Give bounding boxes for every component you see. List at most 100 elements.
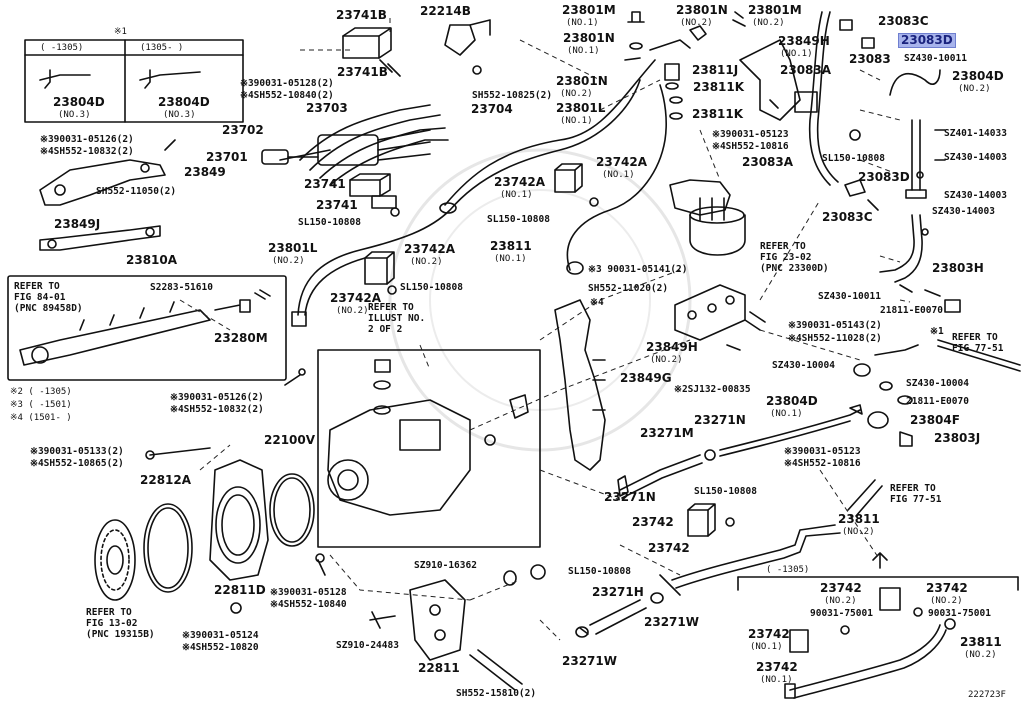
part-23742-e[interactable]: 23742 bbox=[748, 627, 790, 641]
part-SZ430-10004-a[interactable]: SZ430-10004 bbox=[772, 360, 835, 371]
part-23271H[interactable]: 23271H bbox=[592, 585, 644, 599]
part-23801N-b[interactable]: 23801N bbox=[563, 31, 615, 45]
ref-fig84[interactable]: REFER TO FIG 84-01 (PNC 89458D) bbox=[14, 281, 83, 314]
part-22812A[interactable]: 22812A bbox=[140, 473, 192, 487]
part-22100V[interactable]: 22100V bbox=[264, 433, 316, 447]
part-390031-05128-b[interactable]: ※390031-05128 bbox=[270, 587, 347, 598]
part-SH552-11050[interactable]: SH552-11050(2) bbox=[96, 186, 177, 197]
part-21811-E0070-a[interactable]: 21811-E0070 bbox=[880, 305, 943, 316]
part-23704[interactable]: 23704 bbox=[471, 102, 513, 116]
part-390031-05133[interactable]: ※390031-05133(2) bbox=[30, 446, 124, 457]
part-23742-b[interactable]: 23742 bbox=[648, 541, 690, 555]
part-SZ430-10004-b[interactable]: SZ430-10004 bbox=[906, 378, 969, 389]
part-23083C-b[interactable]: 23083C bbox=[822, 210, 873, 224]
part-23811J[interactable]: 23811J bbox=[692, 63, 739, 77]
part-390031-05126-a[interactable]: ※390031-05126(2) bbox=[40, 134, 134, 145]
part-23801M-a[interactable]: 23801M bbox=[562, 3, 616, 17]
part-23742-a[interactable]: 23742 bbox=[632, 515, 674, 529]
part-23810A[interactable]: 23810A bbox=[126, 253, 178, 267]
part-SH552-15810[interactable]: SH552-15810(2) bbox=[456, 688, 537, 699]
part-2SJ132-00835[interactable]: ※2SJ132-00835 bbox=[674, 384, 751, 395]
part-23742A-d[interactable]: 23742A bbox=[330, 291, 382, 305]
part-4SH552-10820[interactable]: ※4SH552-10820 bbox=[182, 642, 259, 653]
part-SL150-10808-f[interactable]: SL150-10808 bbox=[568, 566, 631, 577]
part-SL150-10808-e[interactable]: SL150-10808 bbox=[694, 486, 757, 497]
part-23849G[interactable]: 23849G bbox=[620, 371, 672, 385]
part-23083D-highlighted[interactable]: 23083D bbox=[898, 33, 956, 48]
part-4SH552-11028[interactable]: ※4SH552-11028(2) bbox=[788, 333, 882, 344]
part-23801M-b[interactable]: 23801M bbox=[748, 3, 802, 17]
part-21811-E0070-b[interactable]: 21811-E0070 bbox=[906, 396, 969, 407]
part-23801L-a[interactable]: 23801L bbox=[556, 101, 606, 115]
part-23803J[interactable]: 23803J bbox=[934, 431, 981, 445]
ref-fig13[interactable]: REFER TO FIG 13-02 (PNC 19315B) bbox=[86, 607, 155, 640]
part-23804D-b[interactable]: 23804D bbox=[952, 69, 1004, 83]
part-SZ430-14003-b[interactable]: SZ430-14003 bbox=[944, 190, 1007, 201]
part-23271N-b[interactable]: 23271N bbox=[604, 490, 656, 504]
part-23811K-b[interactable]: 23811K bbox=[692, 107, 744, 121]
part-390031-05143[interactable]: ※390031-05143(2) bbox=[788, 320, 882, 331]
ref-fig77-a[interactable]: REFER TO FIG 77-51 bbox=[952, 332, 1003, 354]
part-23849[interactable]: 23849 bbox=[184, 165, 226, 179]
part-4SH552-10816-a[interactable]: ※4SH552-10816 bbox=[712, 141, 789, 152]
part-SZ430-10011-a[interactable]: SZ430-10011 bbox=[904, 53, 967, 64]
part-23083A-b[interactable]: 23083A bbox=[742, 155, 794, 169]
part-23742A-b[interactable]: 23742A bbox=[494, 175, 546, 189]
part-23083[interactable]: 23083 bbox=[849, 52, 891, 66]
part-23742A-c[interactable]: 23742A bbox=[404, 242, 456, 256]
part-23742A-a[interactable]: 23742A bbox=[596, 155, 648, 169]
part-23811-c[interactable]: 23811 bbox=[960, 635, 1002, 649]
part-SL150-10808-d[interactable]: SL150-10808 bbox=[400, 282, 463, 293]
part-SL150-10808-c[interactable]: SL150-10808 bbox=[298, 217, 361, 228]
part-90031-05141[interactable]: ※3 90031-05141(2) bbox=[588, 264, 688, 275]
part-SZ401-14033[interactable]: SZ401-14033 bbox=[944, 128, 1007, 139]
part-23280M[interactable]: 23280M bbox=[214, 331, 268, 345]
part-23804F[interactable]: 23804F bbox=[910, 413, 960, 427]
part-23271M[interactable]: 23271M bbox=[640, 426, 694, 440]
part-4SH552-10840-b[interactable]: ※4SH552-10840 bbox=[270, 599, 347, 610]
part-23083A-a[interactable]: 23083A bbox=[780, 63, 832, 77]
part-23271W-a[interactable]: 23271W bbox=[644, 615, 699, 629]
part-90031-75001-b[interactable]: 90031-75001 bbox=[928, 608, 991, 619]
part-23849H-b[interactable]: 23849H bbox=[646, 340, 698, 354]
ref-fig23[interactable]: REFER TO FIG 23-02 (PNC 23300D) bbox=[760, 241, 829, 274]
part-23803H[interactable]: 23803H bbox=[932, 261, 984, 275]
part-4SH552-10832-a[interactable]: ※4SH552-10832(2) bbox=[40, 146, 134, 157]
footnote-col2-part[interactable]: 23804D bbox=[158, 95, 210, 109]
part-23804D-c[interactable]: 23804D bbox=[766, 394, 818, 408]
part-SH552-11020[interactable]: SH552-11020(2) bbox=[588, 283, 669, 294]
part-22811D[interactable]: 22811D bbox=[214, 583, 266, 597]
part-4SH552-10840-a[interactable]: ※4SH552-10840(2) bbox=[240, 90, 334, 101]
part-23849H-a[interactable]: 23849H bbox=[778, 34, 830, 48]
part-390031-05124[interactable]: ※390031-05124 bbox=[182, 630, 259, 641]
part-23741B-b[interactable]: 23741B bbox=[337, 65, 388, 79]
part-390031-05123-a[interactable]: ※390031-05123 bbox=[712, 129, 789, 140]
ref-fig77-b[interactable]: REFER TO FIG 77-51 bbox=[890, 483, 941, 505]
part-SL150-10808-b[interactable]: SL150-10808 bbox=[487, 214, 550, 225]
part-23271W-b[interactable]: 23271W bbox=[562, 654, 617, 668]
part-23741-b[interactable]: 23741 bbox=[316, 198, 358, 212]
part-SL150-10808-a[interactable]: SL150-10808 bbox=[822, 153, 885, 164]
part-SZ430-14003-c[interactable]: SZ430-14003 bbox=[932, 206, 995, 217]
part-4SH552-10865[interactable]: ※4SH552-10865(2) bbox=[30, 458, 124, 469]
part-22214B[interactable]: 22214B bbox=[420, 4, 471, 18]
part-SZ430-10011-b[interactable]: SZ430-10011 bbox=[818, 291, 881, 302]
part-22811[interactable]: 22811 bbox=[418, 661, 460, 675]
footnote-col1-part[interactable]: 23804D bbox=[53, 95, 105, 109]
part-23742-d[interactable]: 23742 bbox=[926, 581, 968, 595]
part-23083D-b[interactable]: 23083D bbox=[858, 170, 910, 184]
part-23742-c[interactable]: 23742 bbox=[820, 581, 862, 595]
part-4SH552-10816-b[interactable]: ※4SH552-10816 bbox=[784, 458, 861, 469]
part-23801L-b[interactable]: 23801L bbox=[268, 241, 318, 255]
part-23811-a[interactable]: 23811 bbox=[490, 239, 532, 253]
ref-illust[interactable]: REFER TO ILLUST NO. 2 OF 2 bbox=[368, 302, 425, 335]
part-23741-a[interactable]: 23741 bbox=[304, 177, 346, 191]
part-SZ910-24483[interactable]: SZ910-24483 bbox=[336, 640, 399, 651]
part-23702[interactable]: 23702 bbox=[222, 123, 264, 137]
part-S2283-51610[interactable]: S2283-51610 bbox=[150, 282, 213, 293]
part-23811-b[interactable]: 23811 bbox=[838, 512, 880, 526]
part-SZ910-16362[interactable]: SZ910-16362 bbox=[414, 560, 477, 571]
part-390031-05123-b[interactable]: ※390031-05123 bbox=[784, 446, 861, 457]
part-4SH552-10832-b[interactable]: ※4SH552-10832(2) bbox=[170, 404, 264, 415]
part-SZ430-14003-a[interactable]: SZ430-14003 bbox=[944, 152, 1007, 163]
